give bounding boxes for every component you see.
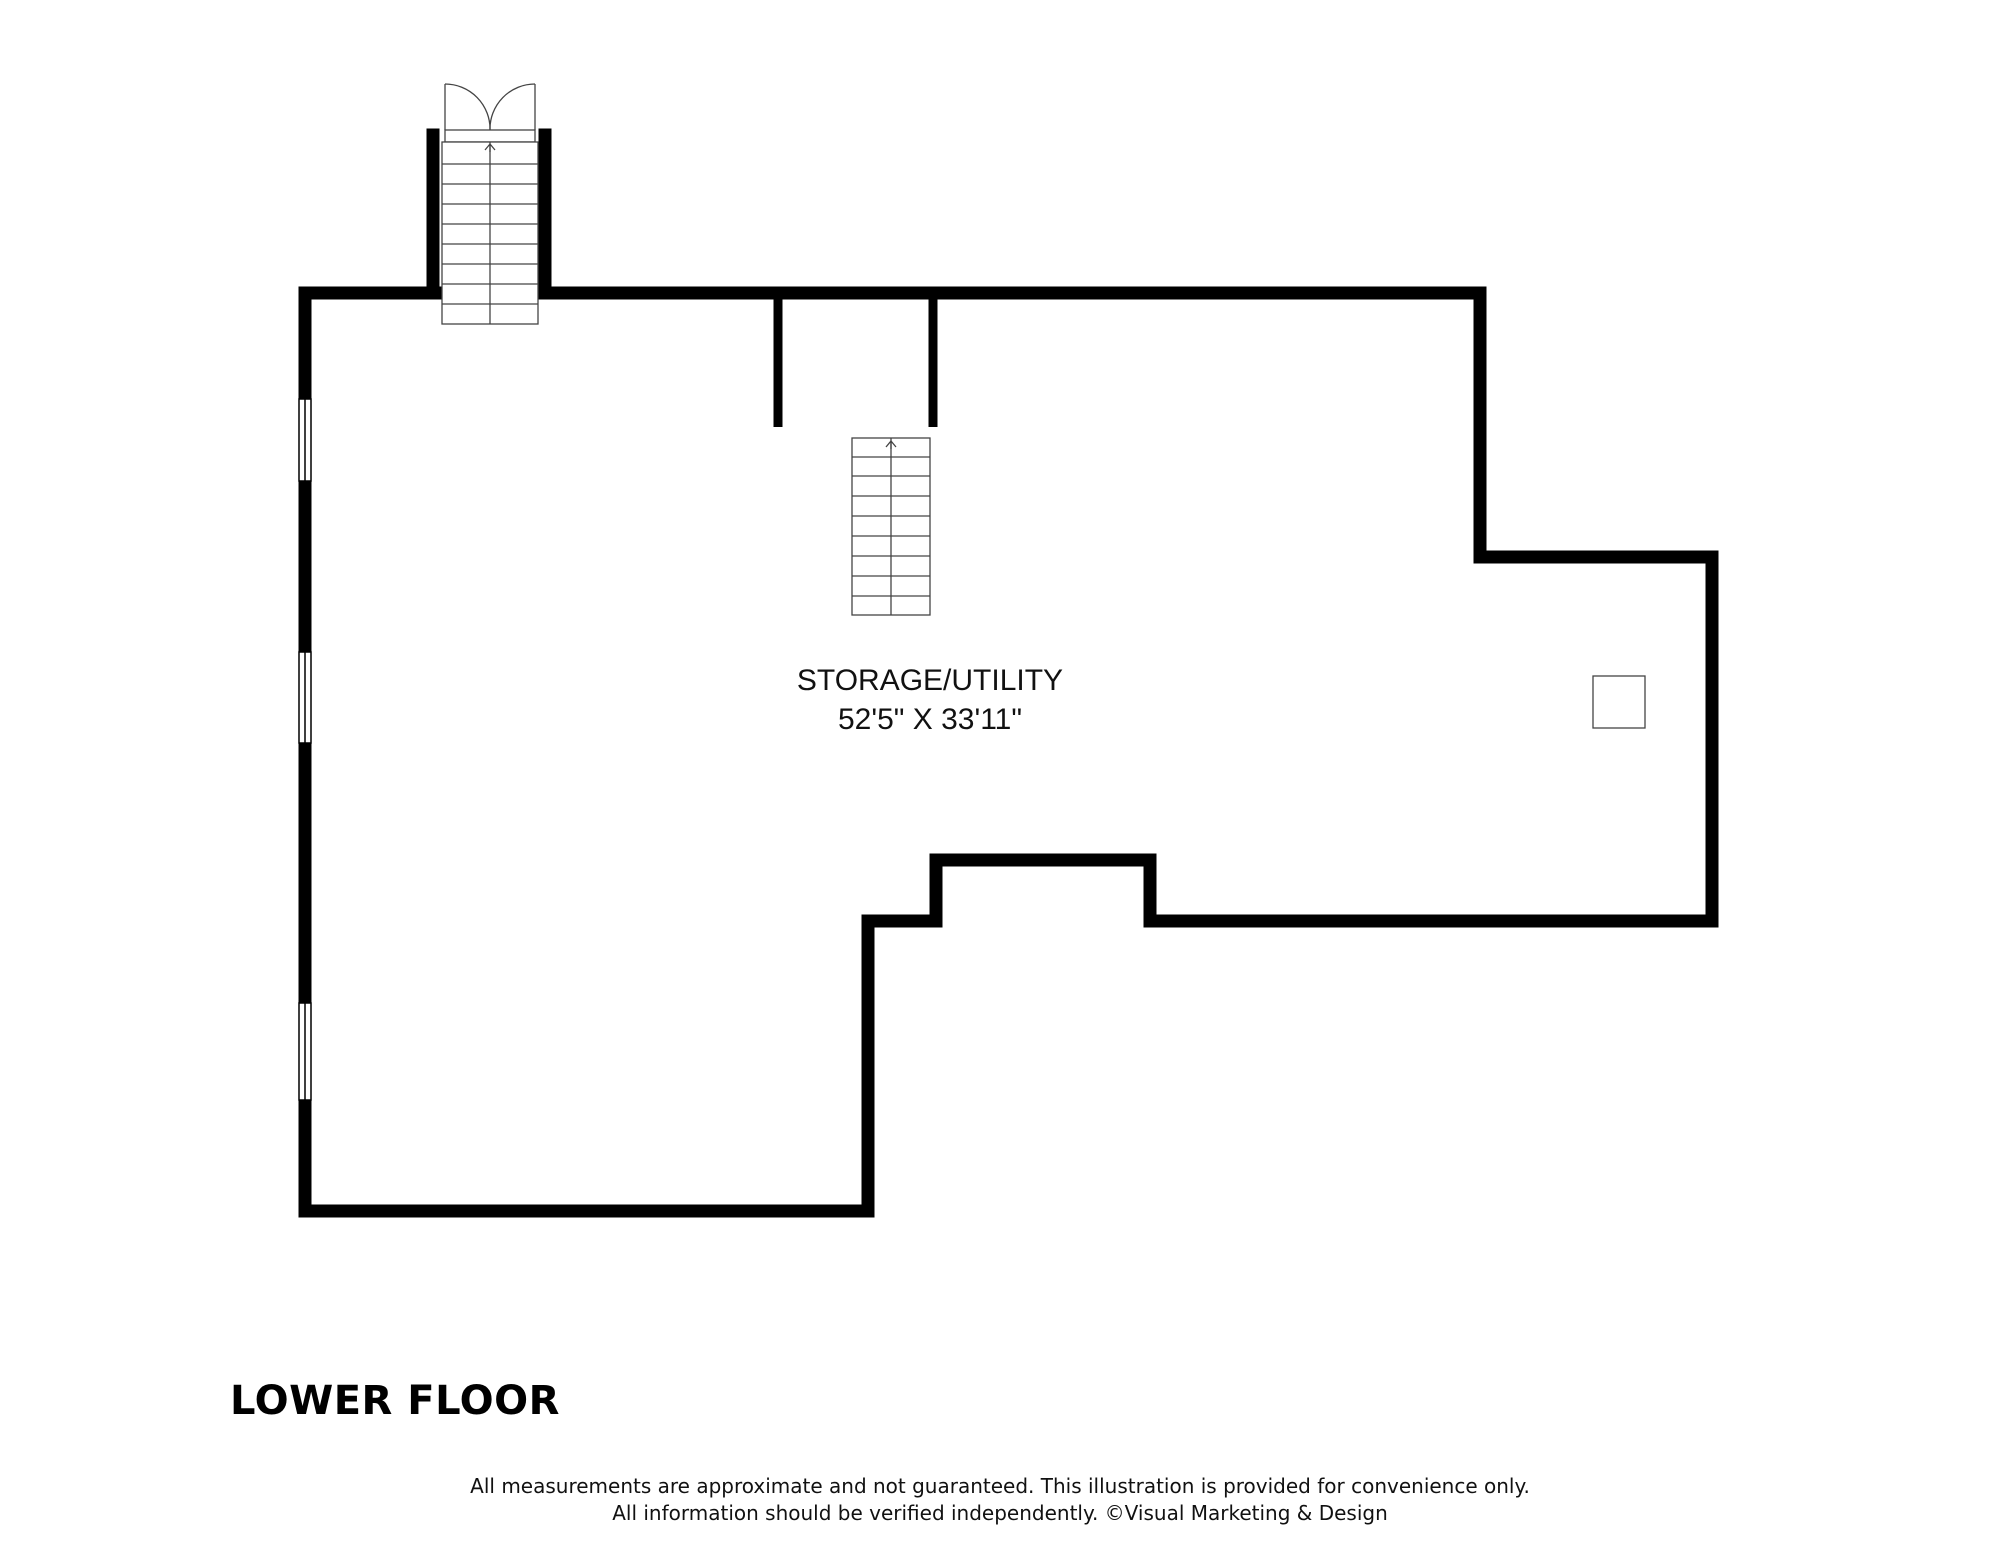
window-3 (298, 1002, 312, 1101)
interior-partitions (773, 287, 938, 427)
room-dimensions-label: 52'5" X 33'11" (838, 703, 1022, 736)
wall-outline (298, 286, 1719, 1218)
window-2 (298, 651, 312, 744)
exterior-walls (298, 286, 1719, 1218)
floor-title: LOWER FLOOR (230, 1378, 560, 1424)
disclaimer-line-1: All measurements are approximate and not… (470, 1474, 1530, 1498)
windows (298, 398, 312, 1101)
exterior-stairs-icon (441, 141, 539, 325)
double-door-icon (444, 83, 536, 143)
window-1 (298, 398, 312, 482)
stairwell-walls (426, 128, 552, 300)
room-name-label: STORAGE/UTILITY (797, 664, 1063, 697)
interior-stairs-icon (851, 437, 931, 616)
utility-fixture-icon (1592, 675, 1646, 729)
disclaimer-line-2: All information should be verified indep… (612, 1501, 1388, 1525)
